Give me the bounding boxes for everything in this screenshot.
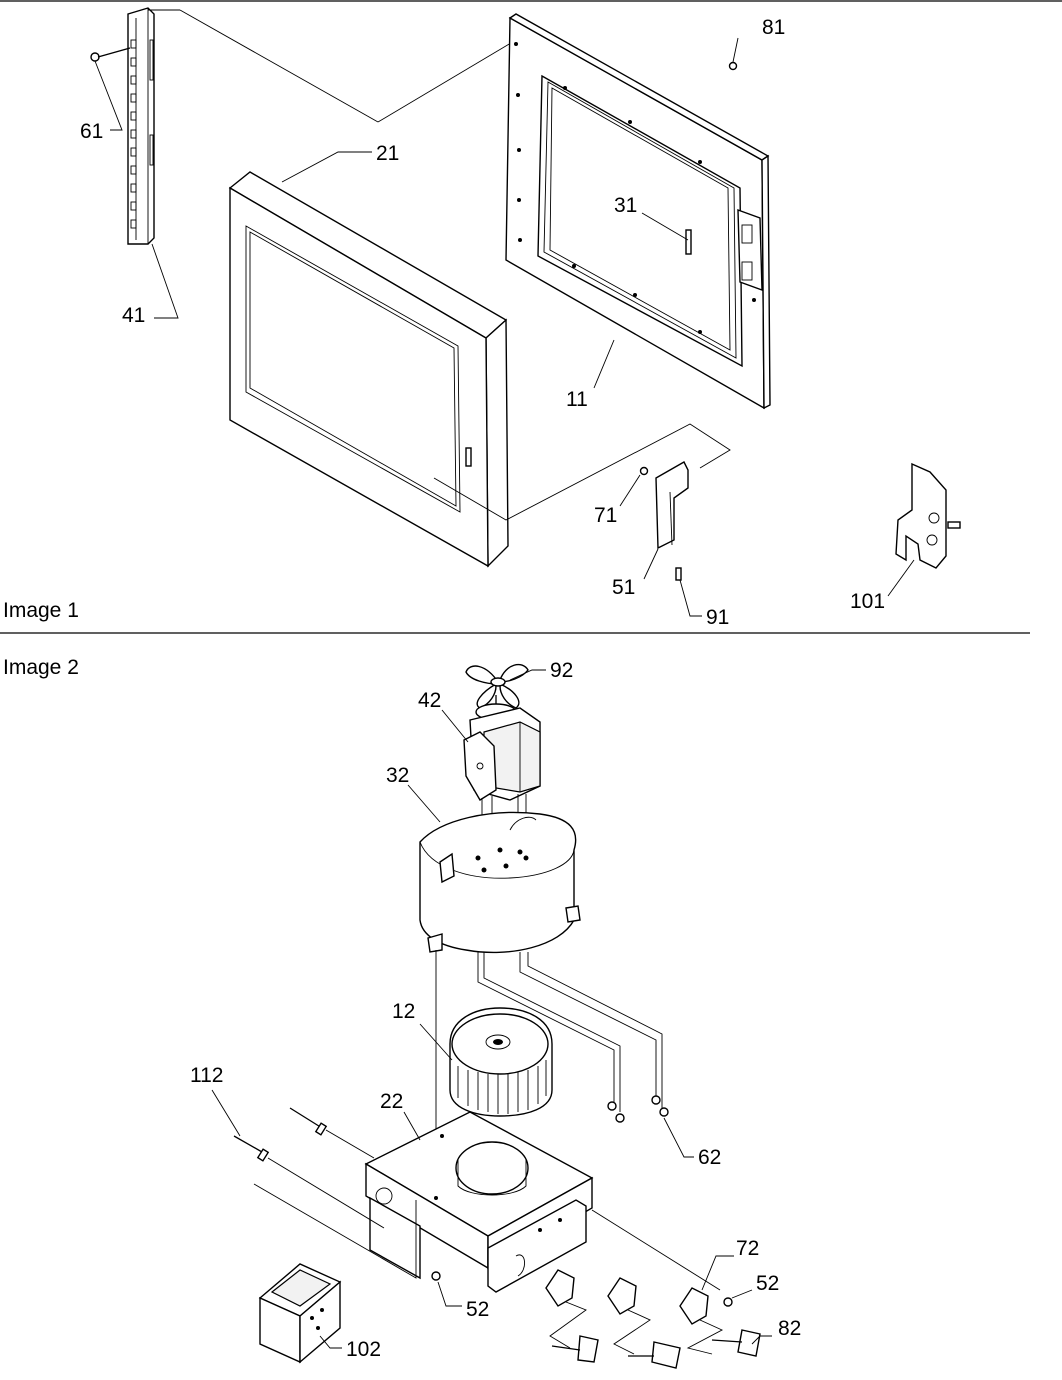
callout-91: 91 (706, 606, 729, 629)
callout-71: 71 (594, 504, 617, 527)
callout-112: 112 (190, 1064, 223, 1087)
callout-82: 82 (778, 1317, 801, 1340)
part-61-screw (90, 47, 131, 62)
image1-label: Image 1 (3, 599, 79, 622)
part-62-screws (607, 1095, 669, 1123)
part-41-hinge-rail (127, 7, 155, 245)
image2-leaders (211, 669, 772, 1349)
part-11-door-frame (505, 13, 771, 410)
part-91-screw (675, 567, 682, 581)
part-52-screw-right (723, 1297, 733, 1307)
image1-leaders (94, 37, 915, 617)
callout-32: 32 (386, 764, 409, 787)
callout-42: 42 (418, 689, 441, 712)
callout-21: 21 (376, 142, 399, 165)
callout-22: 22 (380, 1090, 403, 1113)
part-81-screw (728, 61, 738, 71)
part-112-sensor-probe (233, 1107, 385, 1229)
callout-81: 81 (762, 16, 785, 39)
part-51-bracket (655, 461, 689, 550)
callout-92: 92 (550, 659, 573, 682)
callout-31: 31 (614, 194, 637, 217)
part-82-connectors (549, 1301, 761, 1369)
part-42-fan-motor (463, 695, 541, 801)
callout-52-left: 52 (466, 1298, 489, 1321)
part-12-blower-wheel (449, 1007, 553, 1117)
part-101-switch-bracket (895, 462, 961, 569)
part-32-blower-housing (419, 811, 581, 954)
image2-label: Image 2 (3, 656, 79, 679)
callout-101: 101 (850, 590, 885, 613)
callout-61: 61 (80, 120, 103, 143)
callout-11: 11 (566, 388, 588, 411)
callout-52-right: 52 (756, 1272, 779, 1295)
callout-51: 51 (612, 576, 635, 599)
callout-12: 12 (392, 1000, 415, 1023)
callout-102: 102 (346, 1338, 381, 1361)
callout-62: 62 (698, 1146, 721, 1169)
part-22-blower-base (364, 1111, 594, 1293)
part-31-latch (685, 229, 692, 255)
part-72-terminal-brackets (545, 1209, 721, 1325)
part-21-door-panel (228, 171, 509, 568)
part-92-fan-blade (465, 663, 529, 709)
callout-41: 41 (122, 304, 145, 327)
part-102-transformer (253, 1183, 417, 1364)
part-52-screw-left (431, 1271, 441, 1281)
callout-72: 72 (736, 1237, 759, 1260)
part-71-screw (639, 466, 649, 476)
